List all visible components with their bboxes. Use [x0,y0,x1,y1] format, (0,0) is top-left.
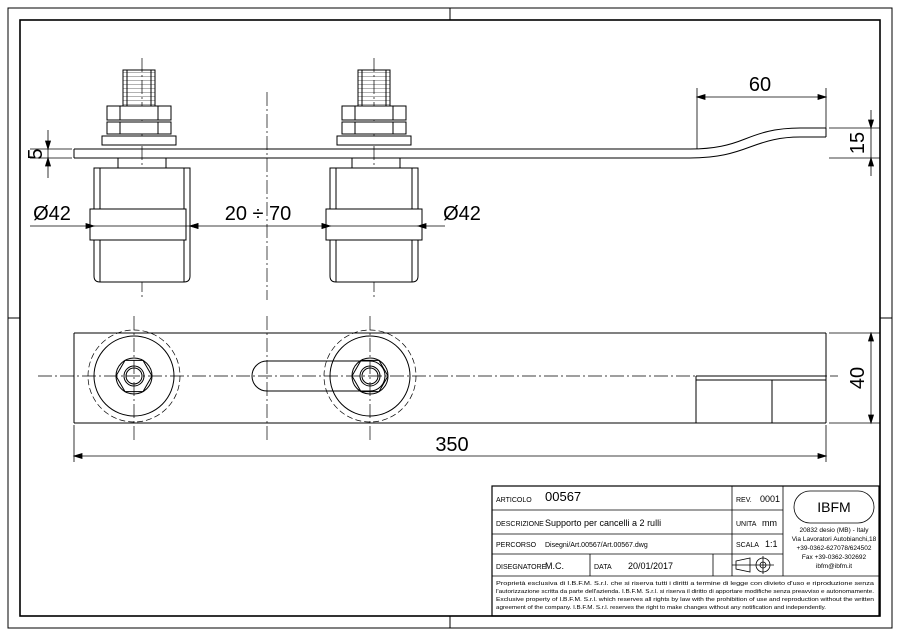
articolo-value: 00567 [545,489,581,504]
address-line: Fax +39-0362-302692 [802,554,867,561]
roller-assembly-right [325,69,423,283]
roller-assembly-left [89,69,191,283]
disclaimer-line: l'autorizzazione scritta da parte dell'a… [496,589,874,595]
percorso-label: PERCORSO [496,542,537,549]
sheet-frame [7,7,893,629]
top-dimension-lines [72,331,880,462]
title-block: ARTICOLO 00567 REV. 0001 DESCRIZIONE Sup… [491,485,880,617]
adjustment-slot [251,360,386,392]
roller-top-left [87,329,181,423]
unita-value: mm [762,518,777,528]
disclaimer-line: agreement of the company. I.B.F.M. S.r.l… [496,605,826,611]
data-label: DATA [594,564,612,571]
dim-roller-diameter-left: Ø42 [33,203,71,225]
scala-label: SCALA [736,542,759,549]
address-line: Via Lavoratori Autobianchi,18 [792,536,877,543]
scala-value: 1:1 [765,539,778,549]
disegnatore-value: M.C. [545,561,564,571]
roller-top-right [323,329,417,423]
percorso-value: Disegni/Art.00567/Art.00567.dwg [545,542,648,549]
company-address: 20832 desio (MB) - Italy Via Lavoratori … [792,527,877,570]
articolo-label: ARTICOLO [496,497,532,504]
rev-value: 0001 [760,494,780,504]
company-logo: IBFM [817,499,850,515]
dim-plate-thickness: 5 [25,148,47,159]
descrizione-value: Supporto per cancelli a 2 rulli [545,518,661,528]
plate-top [73,332,827,424]
dimension-labels: 60 15 5 Ø42 20 ÷ 70 Ø42 40 350 [25,74,869,456]
front-view [30,58,880,300]
dim-plate-width: 40 [847,367,869,389]
address-line: 20832 desio (MB) - Italy [799,527,869,534]
dim-adjust-range: 20 ÷ 70 [225,203,292,225]
dim-tab-offset: 15 [847,132,869,154]
dim-roller-diameter-right: Ø42 [443,203,481,225]
data-value: 20/01/2017 [628,561,673,571]
disclaimer-line: Proprietà esclusiva di I.B.F.M. S.r.l. c… [496,581,874,587]
unita-label: UNITA [736,521,757,528]
dim-tab-length: 60 [749,74,771,96]
address-line: +39-0362-627078/624502 [796,545,871,552]
dim-plate-length: 350 [435,434,468,456]
descrizione-label: DESCRIZIONE [496,521,544,528]
disclaimer-line: Exclusive property of I.B.F.M. S.r.l. wh… [496,597,874,603]
plate-side [73,127,827,159]
disclaimer: Proprietà esclusiva di I.B.F.M. S.r.l. c… [496,581,874,611]
top-centerlines [38,316,838,440]
top-view [38,316,880,462]
rev-label: REV. [736,497,752,504]
disegnatore-label: DISEGNATORE [496,564,547,571]
address-line: ibfm@ibfm.it [816,563,852,570]
front-dimension-lines [30,88,880,230]
projection-symbol-icon [732,556,774,574]
